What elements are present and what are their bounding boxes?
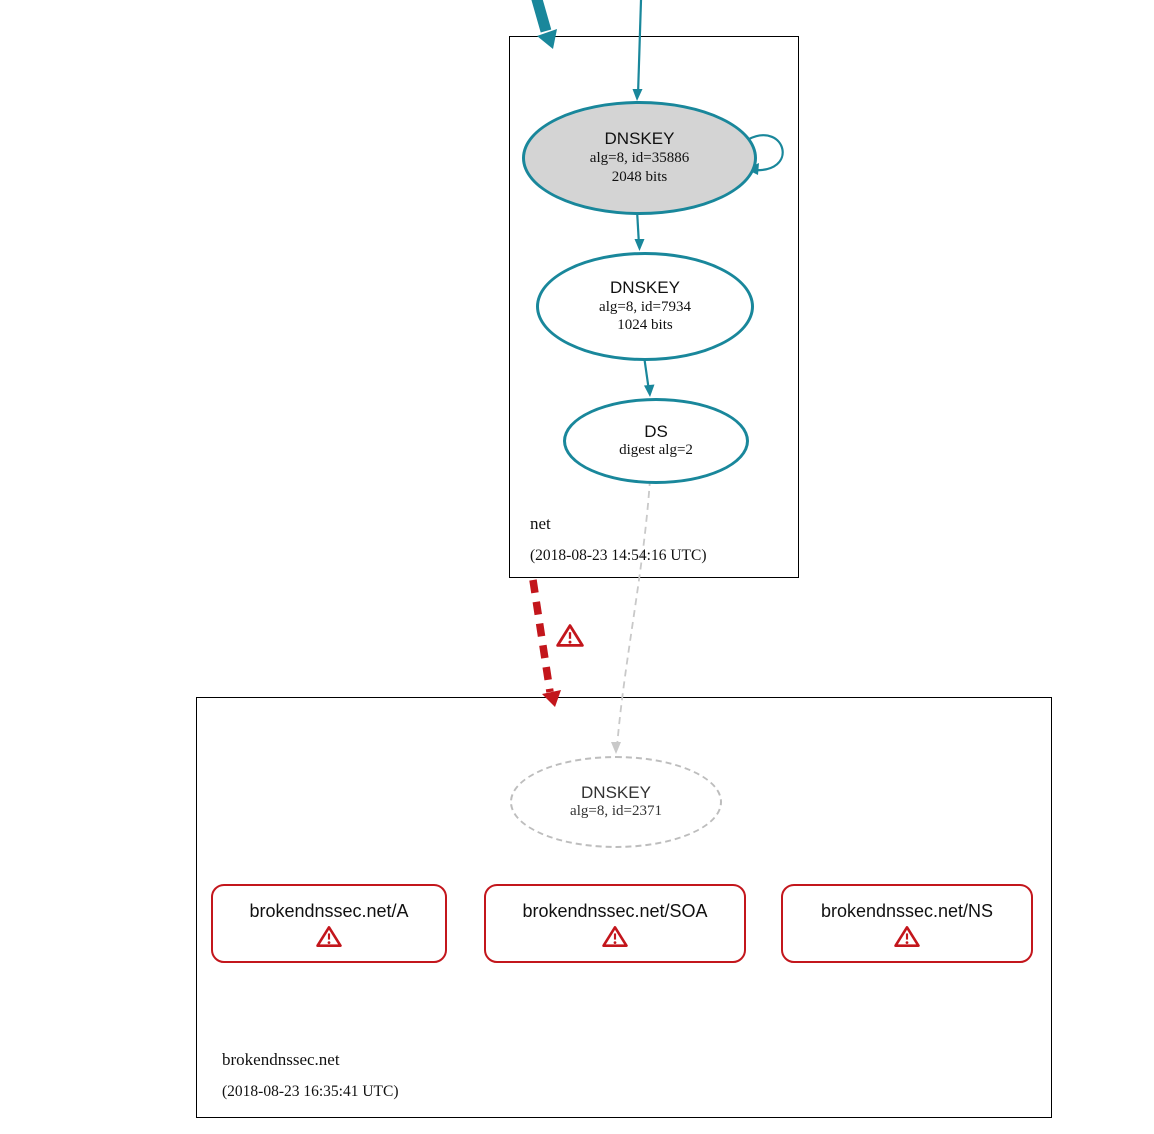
node-dnskey-zsk: DNSKEY alg=8, id=7934 1024 bits: [536, 252, 754, 361]
zone-box-net: [509, 36, 799, 578]
rrset-soa: brokendnssec.net/SOA: [484, 884, 746, 963]
node-detail: 2048 bits: [611, 168, 668, 185]
node-title: DNSKEY: [610, 277, 680, 297]
warning-icon: [556, 623, 584, 648]
warning-icon: [316, 925, 342, 948]
node-detail: alg=8, id=7934: [599, 298, 691, 315]
zone-timestamp-brokendnssec: (2018-08-23 16:35:41 UTC): [222, 1083, 399, 1100]
rrset-a: brokendnssec.net/A: [211, 884, 447, 963]
node-ds: DS digest alg=2: [563, 398, 749, 484]
rrset-label: brokendnssec.net/SOA: [522, 901, 708, 921]
node-dnskey-ksk: DNSKEY alg=8, id=35886 2048 bits: [522, 101, 757, 215]
node-detail: alg=8, id=2371: [570, 803, 662, 820]
node-title: DS: [644, 421, 668, 441]
rrset-ns: brokendnssec.net/NS: [781, 884, 1033, 963]
node-detail: 1024 bits: [617, 317, 673, 334]
zone-label-net: net: [530, 514, 551, 533]
rrset-label: brokendnssec.net/A: [249, 901, 409, 921]
rrset-label: brokendnssec.net/NS: [820, 901, 994, 921]
zone-label-brokendnssec: brokendnssec.net: [222, 1050, 340, 1069]
node-detail: digest alg=2: [619, 442, 693, 459]
node-title: DNSKEY: [581, 782, 651, 802]
node-dnskey-insecure: DNSKEY alg=8, id=2371: [510, 756, 722, 848]
node-detail: alg=8, id=35886: [589, 150, 690, 167]
warning-icon: [602, 925, 628, 948]
warning-icon: [894, 925, 920, 948]
node-title: DNSKEY: [604, 129, 675, 149]
zone-timestamp-net: (2018-08-23 14:54:16 UTC): [530, 547, 707, 564]
